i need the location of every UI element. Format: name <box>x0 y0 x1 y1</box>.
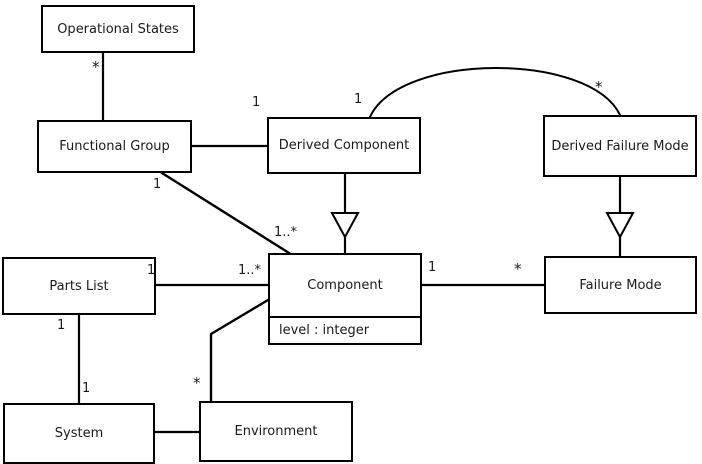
class-name-environment: Environment <box>234 424 318 439</box>
connector-derived-component-derived-failure-mode-arc <box>368 67 622 119</box>
generalization-triangle-component <box>330 212 360 240</box>
multiplicity-environment-component: * <box>193 374 201 392</box>
uml-class-derived-component[interactable]: Derived Component <box>267 117 421 174</box>
multiplicity-functional-group-derived-component: 1 <box>252 95 261 110</box>
multiplicity-functional-group-component-far: 1..* <box>274 225 298 240</box>
class-name-parts-list: Parts List <box>49 278 109 294</box>
uml-class-environment[interactable]: Environment <box>199 401 353 462</box>
class-name-derived-failure-mode: Derived Failure Mode <box>551 138 689 154</box>
uml-class-derived-failure-mode[interactable]: Derived Failure Mode <box>543 115 697 177</box>
uml-class-component[interactable]: Component level : integer <box>268 253 422 345</box>
multiplicity-parts-list-component-far: 1..* <box>238 263 262 278</box>
connector-functional-group-component <box>160 171 291 255</box>
class-name-operational-states: Operational States <box>57 21 179 37</box>
uml-class-failure-mode[interactable]: Failure Mode <box>544 256 697 314</box>
uml-class-system[interactable]: System <box>3 403 155 464</box>
multiplicity-component-failure-mode-near: 1 <box>428 260 437 275</box>
generalization-triangle-failure-mode <box>605 212 635 240</box>
multiplicity-parts-list-system-bottom: 1 <box>82 381 91 396</box>
class-name-failure-mode: Failure Mode <box>579 277 662 293</box>
multiplicity-functional-group-component-near: 1 <box>153 177 162 192</box>
multiplicity-parts-list-component-near: 1 <box>147 263 156 278</box>
class-attribute-component-level: level : integer <box>270 316 420 343</box>
class-name-component: Component <box>307 278 383 293</box>
connector-environment-component <box>209 298 270 403</box>
multiplicity-derived-component-arc: 1 <box>354 92 363 107</box>
class-name-functional-group: Functional Group <box>59 139 170 154</box>
class-name-system: System <box>54 426 104 441</box>
multiplicity-operational-states-functional-group: * <box>92 58 100 76</box>
uml-class-parts-list[interactable]: Parts List <box>2 257 156 315</box>
multiplicity-parts-list-system-top: 1 <box>57 318 66 333</box>
uml-class-operational-states[interactable]: Operational States <box>41 5 195 53</box>
multiplicity-derived-failure-mode-arc: * <box>595 78 603 96</box>
uml-class-functional-group[interactable]: Functional Group <box>37 120 192 173</box>
class-name-derived-component: Derived Component <box>278 138 410 153</box>
multiplicity-component-failure-mode-far: * <box>514 260 522 278</box>
